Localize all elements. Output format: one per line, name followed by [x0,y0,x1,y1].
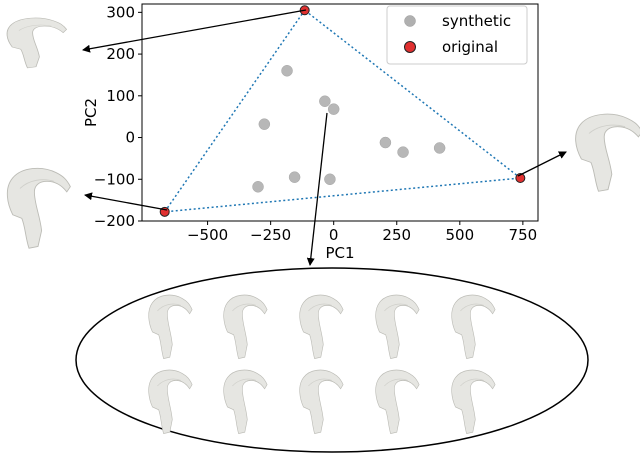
y-tick-label: 300 [106,3,135,21]
x-tick-label: −250 [250,226,291,244]
x-tick-label: 500 [445,226,474,244]
x-tick-label: 750 [509,226,538,244]
synthetic-shape-1 [148,294,193,359]
legend-label-synthetic: synthetic [442,12,511,30]
x-tick-label: 0 [329,226,339,244]
y-tick-label: 0 [125,129,135,147]
x-tick-label: −500 [187,226,228,244]
synthetic-point [319,95,331,107]
plot-frame [141,3,539,222]
synthetic-point [433,142,446,154]
synthetic-shape-4 [375,294,420,359]
synthetic-point [324,173,336,186]
synthetic-point [288,171,301,183]
y-axis-title: PC2 [82,98,100,127]
original-shape-top [6,17,68,69]
synthetic-shape-10 [451,369,496,434]
arrow-to-right-shape [517,151,567,177]
synthetic-point [258,118,271,130]
synthetic-point [281,65,293,77]
legend-label-original: original [442,38,498,56]
synthetic-shape-6 [148,369,193,434]
synthetic-shape-2 [223,294,268,359]
arrow-to-synthetic-ellipse [306,112,328,266]
y-tick-label: 200 [106,45,135,63]
y-tick-label: −100 [94,170,135,188]
convex-hull [163,9,523,213]
synthetic-point [252,181,264,193]
x-tick-label: 250 [382,226,411,244]
legend-marker-synthetic [404,15,416,27]
synthetic-point [327,103,340,115]
arrow-to-top-shape [82,9,307,53]
data-points [159,5,526,217]
synthetic-point [397,146,409,158]
original-shape-left [6,167,71,249]
y-tick-label: 100 [106,87,135,105]
synthetic-shape-5 [451,294,496,359]
synthetic-shapes-group [75,267,589,453]
synthetic-ellipse [75,267,589,453]
synthetic-shape-7 [223,369,268,434]
legend-marker-original [404,41,416,53]
synthetic-shape-9 [375,369,420,434]
arrow-to-left-shape [84,192,168,211]
synthetic-shape-3 [299,294,344,359]
arrows [82,9,567,266]
synthetic-point [379,136,392,149]
original-shape-right [575,113,640,192]
y-tick-label: −200 [94,212,135,230]
synthetic-shape-8 [299,369,344,434]
hull-lines [163,9,523,213]
x-axis-title: PC1 [325,244,354,262]
legend: synthetic original [386,5,528,65]
legend-frame [386,5,528,65]
